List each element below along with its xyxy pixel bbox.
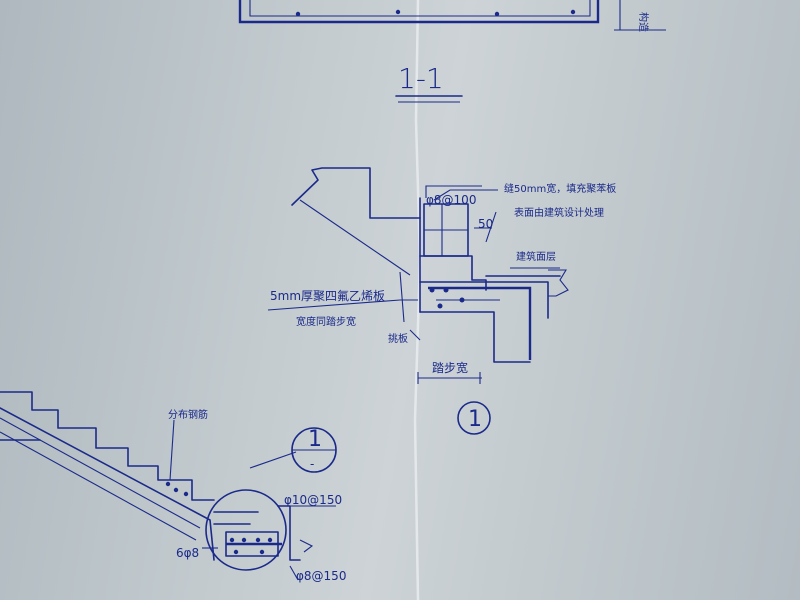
top-frame: 构造 — [238, 0, 666, 32]
finish-layer-label: 建筑面层 — [516, 250, 556, 263]
stair-lower-section: 1 - — [0, 391, 337, 581]
rebar-bottom-label: φ8@150 — [296, 569, 346, 583]
top-right-note: 构造 — [637, 12, 650, 32]
gap-note-line2: 表面由建筑设计处理 — [514, 206, 604, 219]
cantilever-label: 挑板 — [388, 332, 408, 345]
rebar-left-label: 6φ8 — [176, 546, 199, 560]
section-title: 1-1 — [395, 62, 463, 103]
pvc-board-label: 5mm厚聚四氟乙烯板 — [270, 289, 385, 303]
detail-marker: 1 — [457, 401, 491, 435]
svg-text:1: 1 — [468, 407, 482, 432]
dim-50: 50 — [478, 217, 493, 231]
pvc-width-label: 宽度同踏步宽 — [296, 315, 356, 328]
rebar-top-label: φ8@100 — [426, 193, 476, 207]
gap-note-line1: 缝50mm宽，填充聚苯板 — [504, 182, 616, 195]
stair-upper-detail — [267, 167, 569, 384]
svg-text:-: - — [310, 457, 314, 471]
tread-width-label: 踏步宽 — [432, 360, 468, 375]
distribution-rebar-label: 分布钢筋 — [168, 408, 208, 421]
svg-text:1-1: 1-1 — [398, 62, 444, 95]
svg-text:1: 1 — [308, 427, 322, 452]
rebar-mid-label: φ10@150 — [284, 493, 342, 507]
